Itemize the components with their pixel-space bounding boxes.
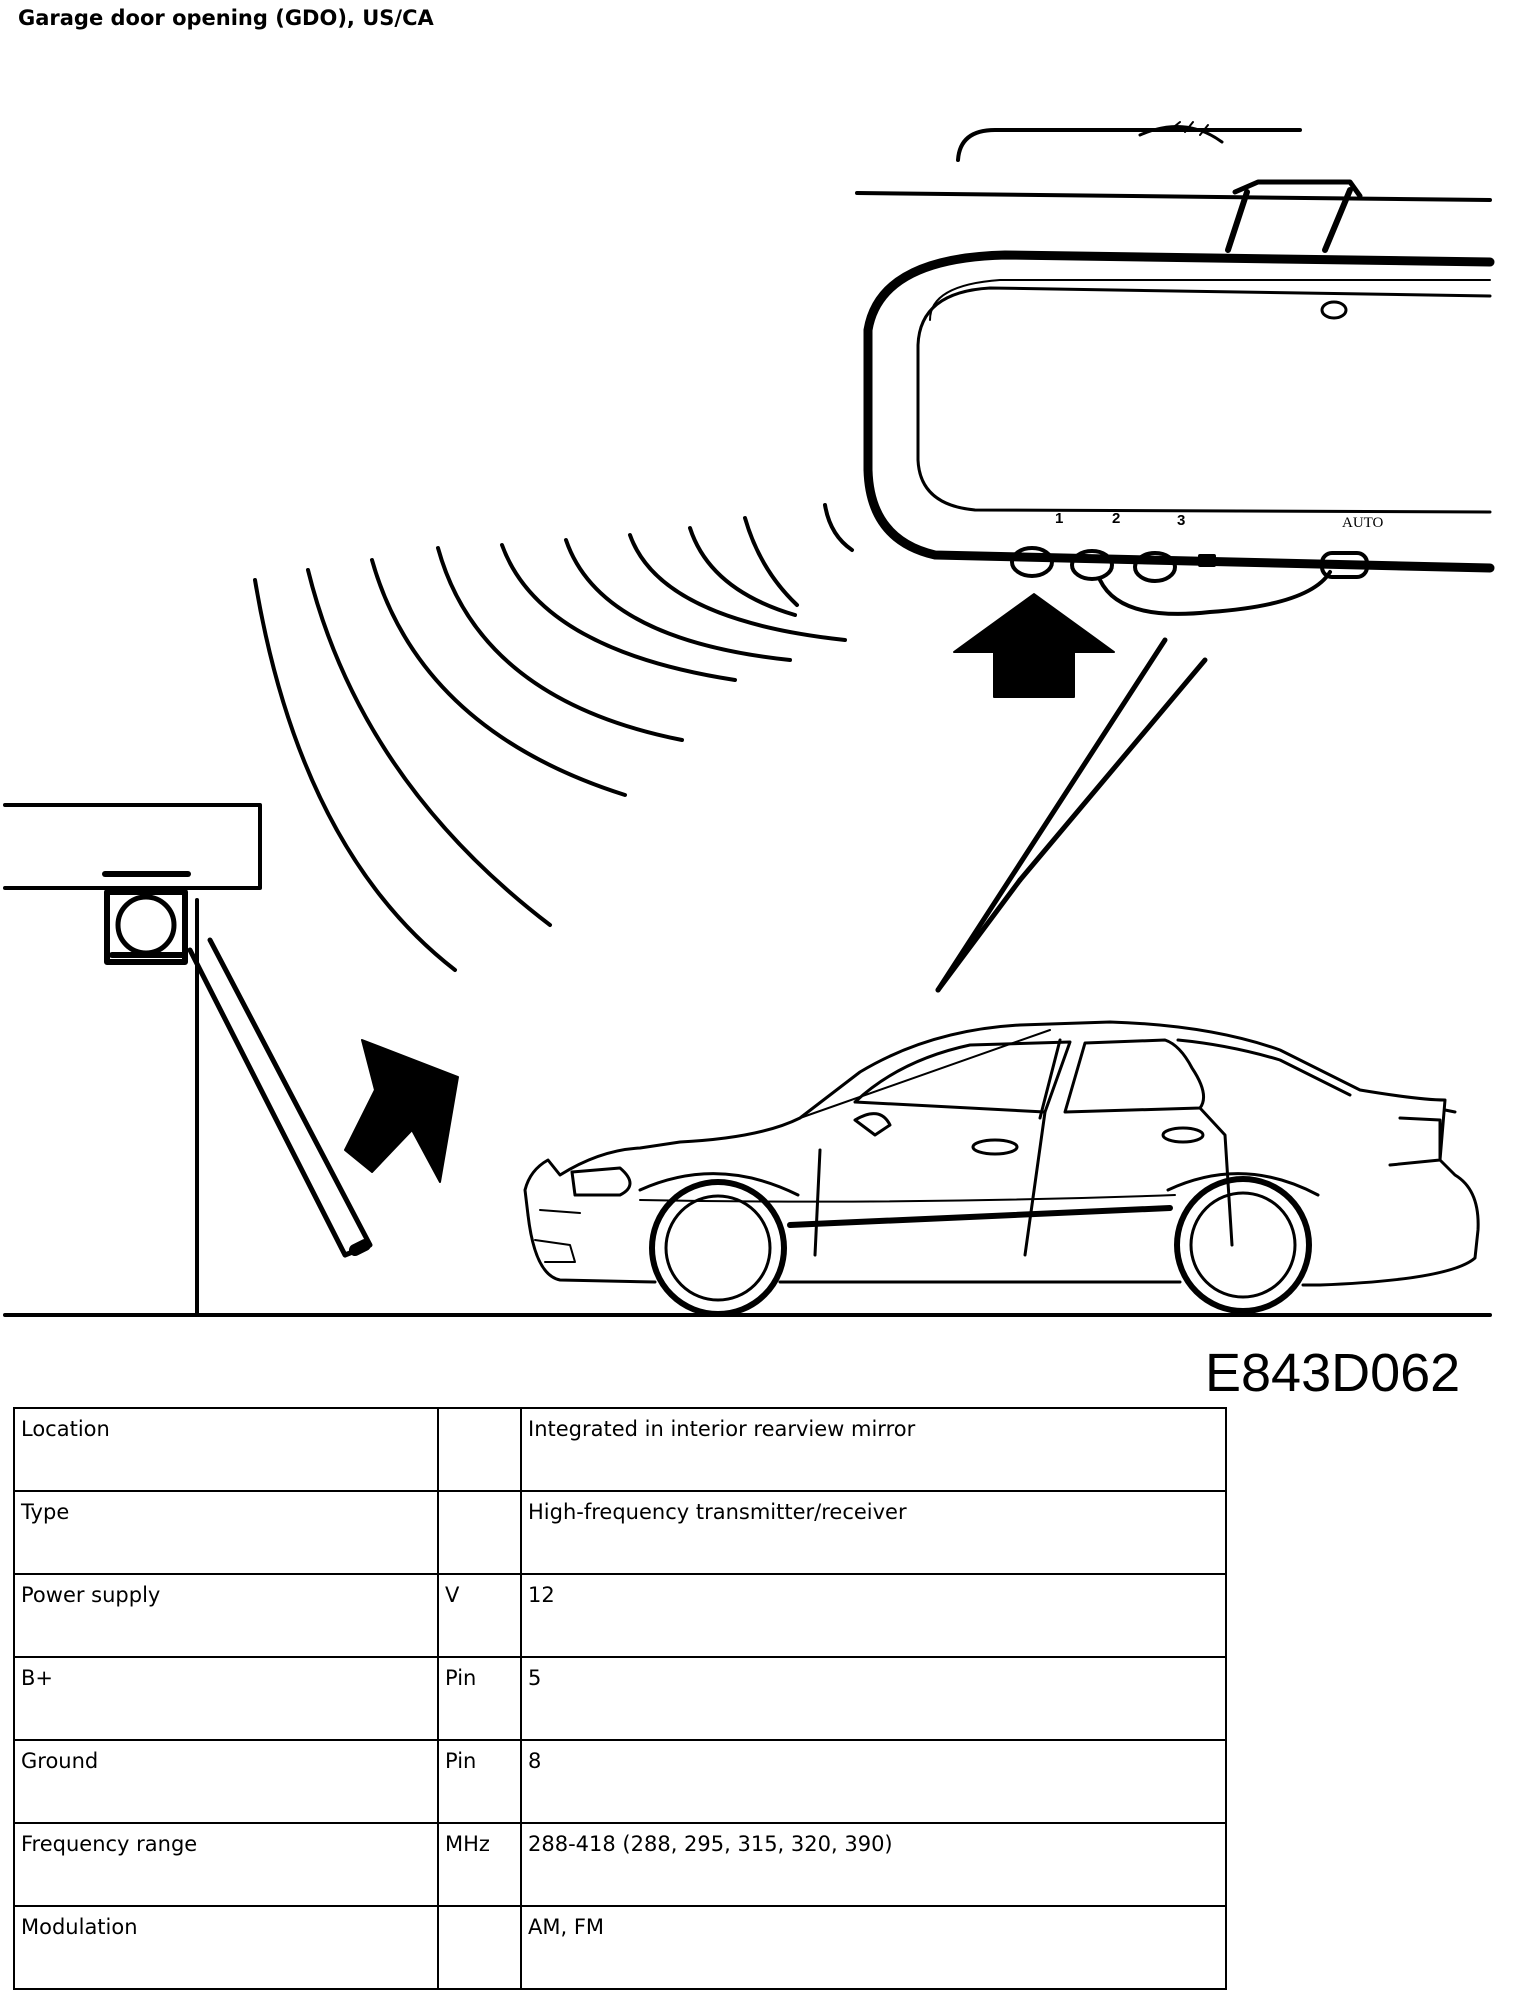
row-unit <box>437 1407 522 1492</box>
row-label: Location <box>13 1407 439 1492</box>
row-label: Modulation <box>13 1905 439 1990</box>
table-row: Ground Pin 8 <box>13 1739 1227 1824</box>
row-unit: Pin <box>437 1656 522 1741</box>
table-row: Location Integrated in interior rearview… <box>13 1407 1227 1492</box>
mirror-button-label-3: 3 <box>1177 512 1185 529</box>
row-value: AM, FM <box>520 1905 1227 1990</box>
row-value: High-frequency transmitter/receiver <box>520 1490 1227 1575</box>
mirror-indicator-led <box>1198 554 1216 567</box>
figure-code: E843D062 <box>1205 1343 1461 1403</box>
arrow-up-icon <box>953 593 1115 698</box>
mirror-button-3 <box>1133 551 1177 583</box>
radio-waves <box>253 503 854 972</box>
table-row: Modulation AM, FM <box>13 1905 1227 1990</box>
front-wheel <box>649 1179 787 1317</box>
row-value: 5 <box>520 1656 1227 1741</box>
mirror-button-label-1: 1 <box>1055 510 1063 527</box>
arrow-diagonal-icon <box>344 1039 459 1183</box>
rear-wheel <box>1174 1176 1312 1314</box>
mirror-button-1 <box>1010 546 1054 578</box>
row-value: 288-418 (288, 295, 315, 320, 390) <box>520 1822 1227 1907</box>
mirror-button-labels: 1 2 3 AUTO <box>1055 510 1384 531</box>
spec-table: Location Integrated in interior rearview… <box>13 1407 1227 1990</box>
row-label: B+ <box>13 1656 439 1741</box>
table-row: B+ Pin 5 <box>13 1656 1227 1741</box>
row-value: Integrated in interior rearview mirror <box>520 1407 1227 1492</box>
row-unit <box>437 1490 522 1575</box>
mirror-button-auto <box>1320 551 1369 579</box>
row-label: Type <box>13 1490 439 1575</box>
row-label: Ground <box>13 1739 439 1824</box>
table-row: Power supply V 12 <box>13 1573 1227 1658</box>
row-unit: MHz <box>437 1822 522 1907</box>
mirror-button-label-auto: AUTO <box>1342 515 1384 531</box>
row-unit: V <box>437 1573 522 1658</box>
car <box>523 1020 1480 1317</box>
row-unit: Pin <box>437 1739 522 1824</box>
row-label: Frequency range <box>13 1822 439 1907</box>
row-unit <box>437 1905 522 1990</box>
garage-door-opener <box>3 803 373 1317</box>
row-value: 12 <box>520 1573 1227 1658</box>
row-value: 8 <box>520 1739 1227 1824</box>
mirror-button-label-2: 2 <box>1112 510 1120 527</box>
mirror-button-2 <box>1070 549 1114 581</box>
table-row: Type High-frequency transmitter/receiver <box>13 1490 1227 1575</box>
rearview-mirror: 1 2 3 AUTO <box>855 121 1495 616</box>
row-label: Power supply <box>13 1573 439 1658</box>
mirror-buttons <box>1010 546 1369 616</box>
page-title: Garage door opening (GDO), US/CA <box>18 6 434 30</box>
gdo-illustration: 1 2 3 AUTO <box>3 121 1495 1317</box>
table-row: Frequency range MHz 288-418 (288, 295, 3… <box>13 1822 1227 1907</box>
